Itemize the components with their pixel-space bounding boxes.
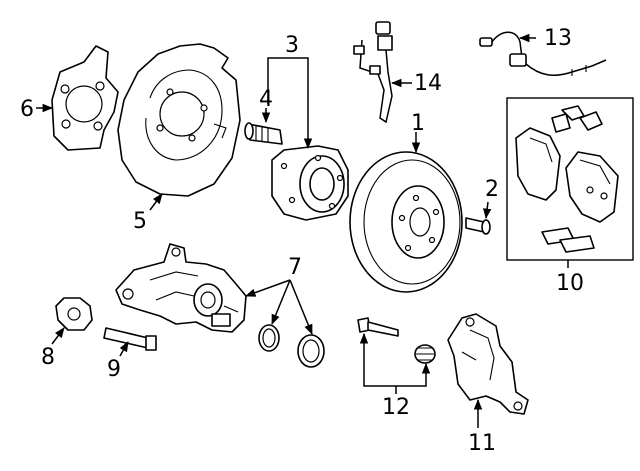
part-14-wear-sensor bbox=[353, 21, 393, 124]
callout-5: 5 bbox=[133, 209, 147, 234]
part-12-bolt-boot bbox=[357, 317, 436, 364]
part-10-brake-pad-kit bbox=[506, 97, 634, 261]
part-1-brake-rotor bbox=[349, 151, 463, 293]
leader-lines bbox=[36, 33, 569, 428]
callout-2: 2 bbox=[485, 177, 499, 202]
part-8-bleeder bbox=[55, 297, 93, 331]
part-11-caliper-bracket bbox=[447, 313, 529, 415]
part-9-guide-pin bbox=[103, 327, 157, 351]
callout-3: 3 bbox=[285, 33, 299, 58]
callout-8: 8 bbox=[41, 345, 55, 370]
callout-12: 12 bbox=[382, 395, 410, 420]
callout-4: 4 bbox=[259, 87, 273, 112]
callout-labels: 1 2 3 4 5 6 7 8 9 10 11 12 13 14 bbox=[20, 26, 584, 456]
callout-13: 13 bbox=[544, 26, 572, 51]
part-2-rotor-screw bbox=[465, 217, 491, 235]
callout-6: 6 bbox=[20, 97, 34, 122]
callout-1: 1 bbox=[411, 111, 425, 136]
callout-11: 11 bbox=[468, 431, 496, 456]
callout-9: 9 bbox=[107, 357, 121, 382]
part-7-seals bbox=[258, 324, 325, 368]
callout-10: 10 bbox=[556, 271, 584, 296]
part-4-wheel-stud bbox=[244, 122, 283, 145]
caliper-assembly bbox=[115, 243, 247, 333]
part-13-abs-sensor bbox=[479, 31, 607, 77]
part-3-hub-bearing bbox=[271, 145, 349, 221]
callout-7: 7 bbox=[288, 255, 302, 280]
part-5-dust-shield bbox=[117, 43, 241, 197]
part-6-bracket bbox=[51, 45, 119, 151]
callout-14: 14 bbox=[414, 71, 442, 96]
